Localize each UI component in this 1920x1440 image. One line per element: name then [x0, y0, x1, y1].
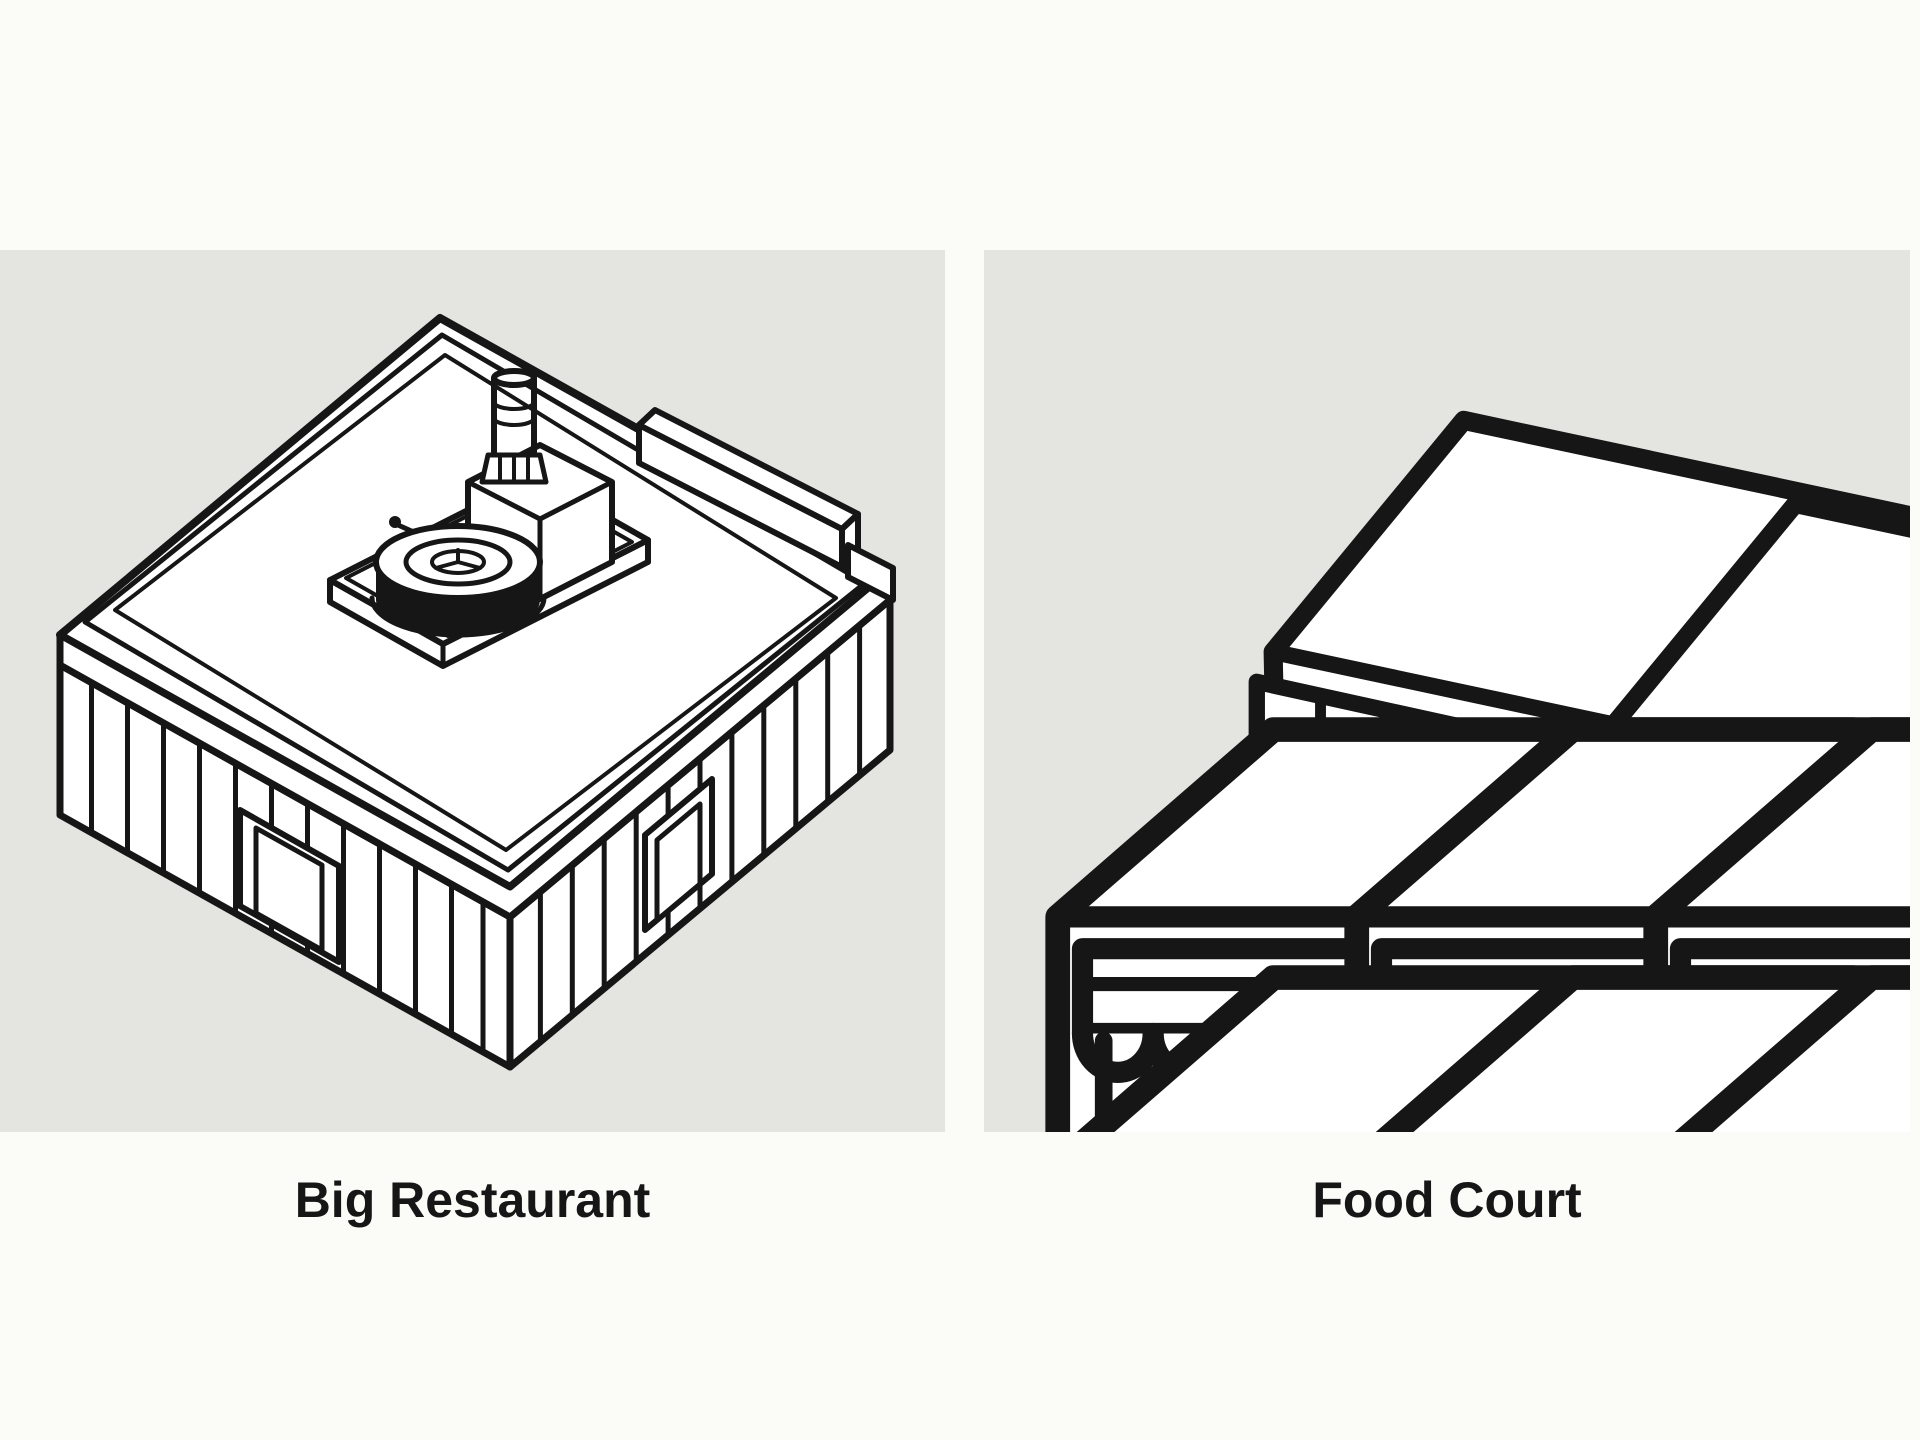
- parapet-inner-line: [113, 353, 838, 852]
- food-court-panel: [984, 250, 1910, 1132]
- exhaust-fan: [369, 516, 547, 638]
- rooftop-hvac-unit: [327, 368, 651, 669]
- building: [56, 314, 896, 1071]
- food-truck-fleet-illustration: [984, 250, 1910, 1132]
- rooftop-structure: [636, 407, 896, 603]
- parapet-corner-step: [845, 542, 896, 603]
- big-restaurant-illustration: [56, 314, 896, 1071]
- food-court-caption: Food Court: [1312, 1172, 1582, 1228]
- big-restaurant-caption: Big Restaurant: [294, 1172, 651, 1228]
- entrance-door: [237, 807, 342, 965]
- storefront-window: [642, 776, 715, 933]
- grid-trucks-layer: [1058, 730, 1910, 1132]
- big-restaurant-panel: [0, 250, 945, 1132]
- building-walls: [56, 596, 894, 1071]
